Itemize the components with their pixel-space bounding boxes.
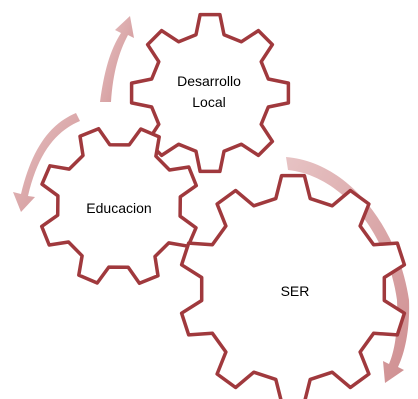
gear-label-desarrollo-line2: Local: [192, 94, 225, 110]
arrow-down-to-educacion: [13, 113, 80, 212]
gear-educacion: [39, 126, 199, 286]
gears: [39, 12, 407, 399]
arrow-around-ser: [286, 157, 410, 383]
arrow-up-to-desarrollo: [100, 16, 134, 102]
gear-label-educacion: Educacion: [86, 200, 151, 216]
gear-label-ser: SER: [281, 283, 310, 299]
gear-desarrollo-local: [129, 12, 291, 174]
gear-ser: [179, 173, 407, 399]
gear-label-desarrollo-line1: Desarrollo: [177, 73, 241, 89]
cycle-arrows: [13, 16, 410, 383]
